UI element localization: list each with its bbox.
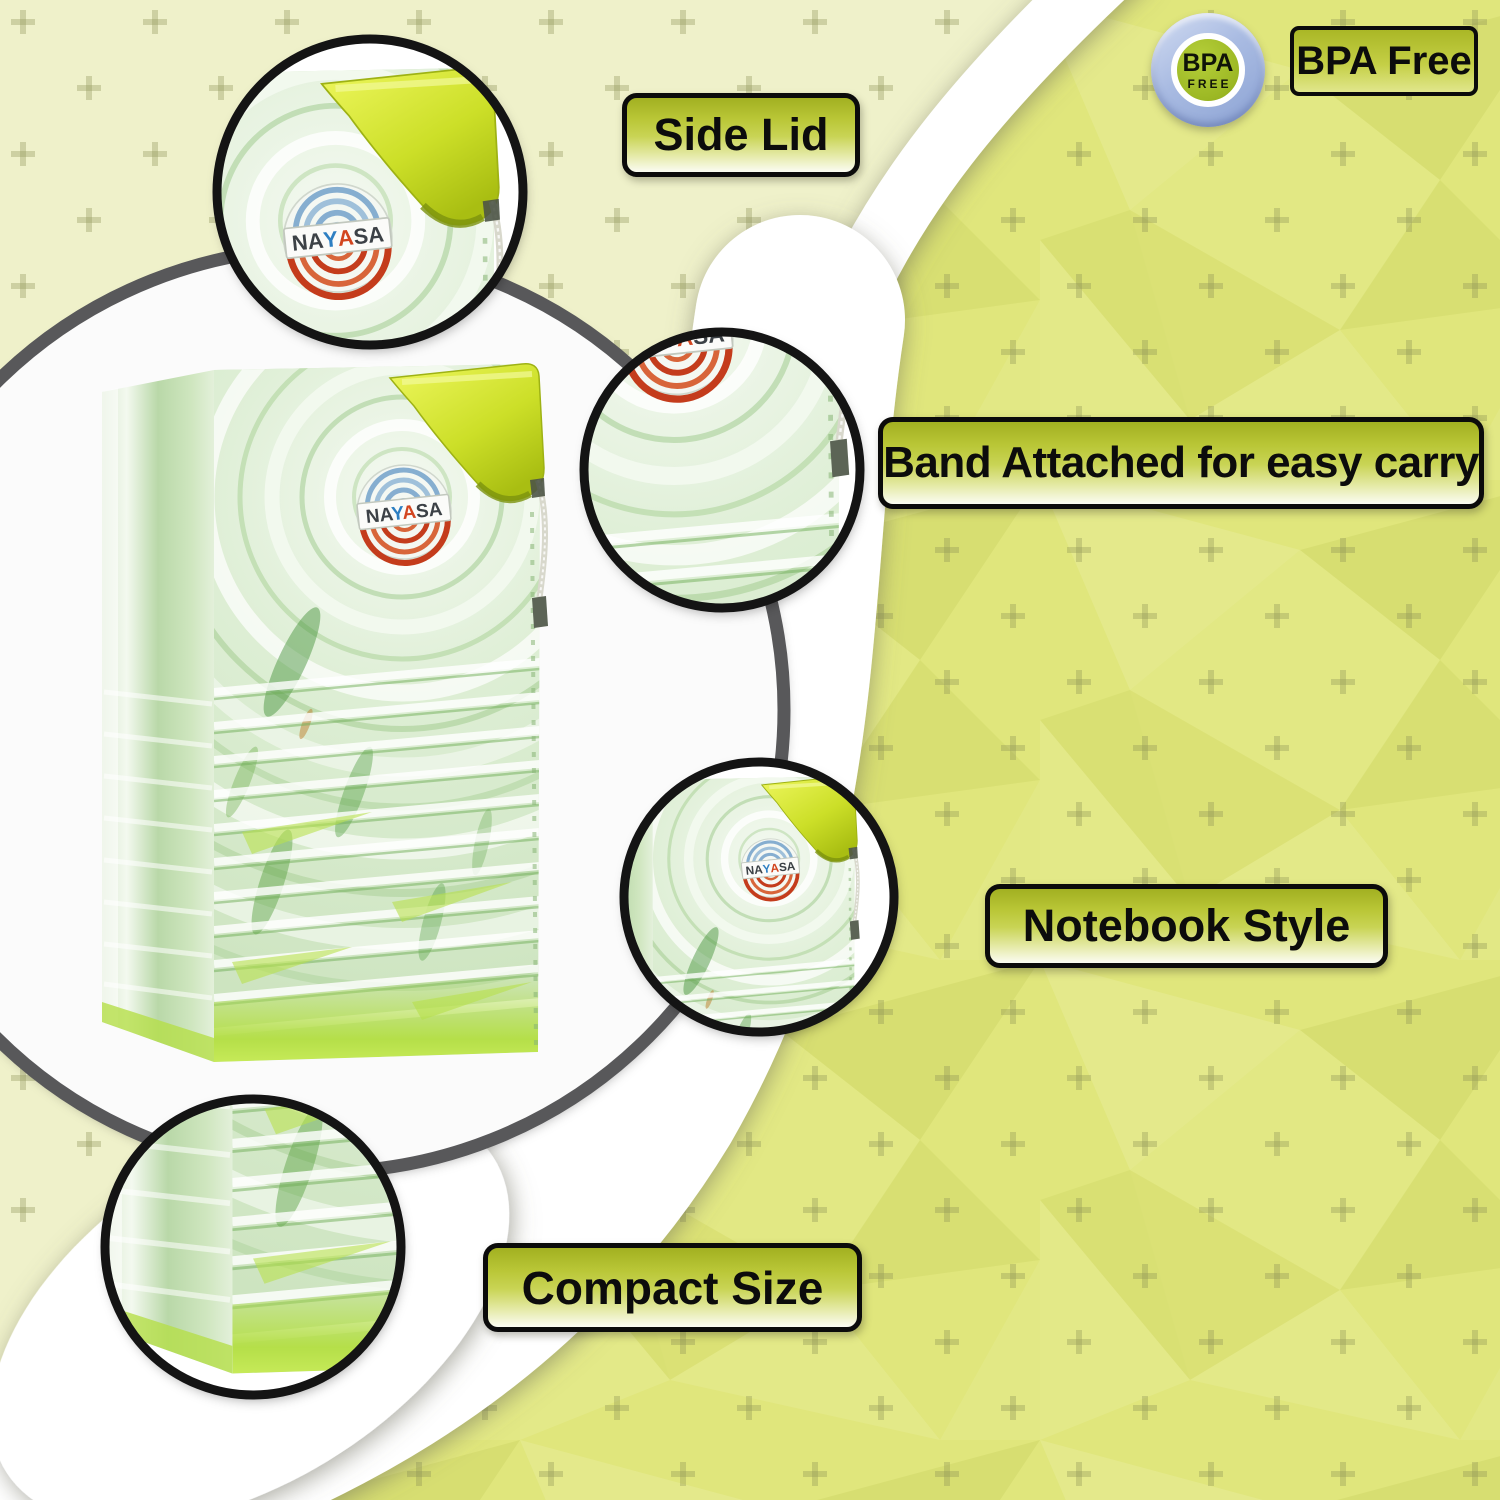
bpa-badge-line2: FREE — [1187, 76, 1232, 91]
bpa-free-badge-icon: BPA FREE — [1151, 13, 1265, 127]
bpa-free-tag: BPA Free — [1290, 26, 1478, 96]
bpa-badge-line1: BPA — [1182, 48, 1234, 77]
callout-band — [579, 327, 865, 613]
callout-side-lid — [212, 34, 528, 350]
band-attached-label: Band Attached for easy carry — [878, 417, 1484, 509]
callout-notebook — [619, 757, 899, 1037]
notebook-style-label: Notebook Style — [985, 884, 1388, 968]
side-lid-label: Side Lid — [622, 93, 860, 177]
bpa-badge-core: BPA FREE — [1171, 33, 1245, 107]
callout-compact — [100, 1094, 406, 1400]
compact-size-label: Compact Size — [483, 1243, 862, 1332]
